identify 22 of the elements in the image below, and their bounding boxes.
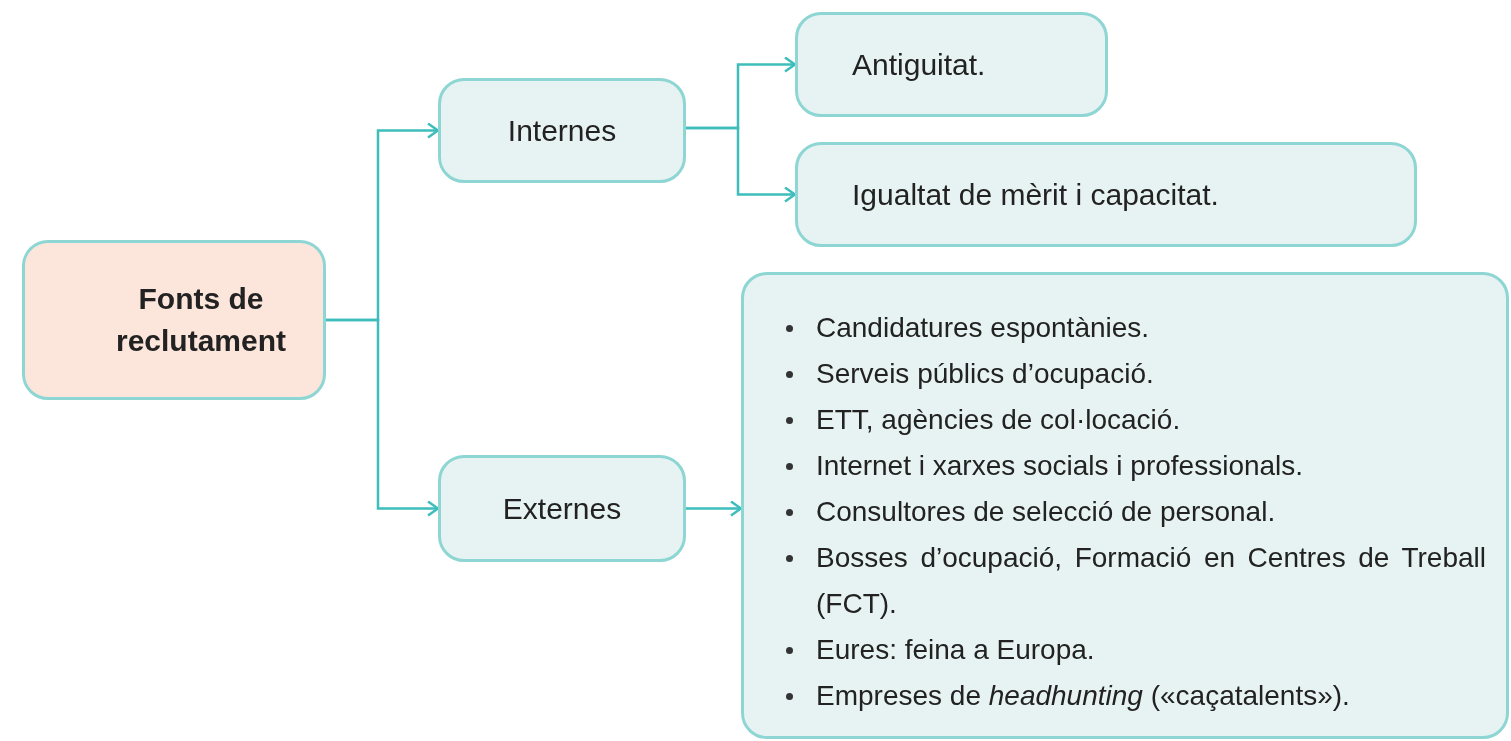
list-box <box>741 272 1509 739</box>
list-item: Eures: feina a Europa. <box>816 633 1096 667</box>
list-item: Empreses de headhunting («caçatalents»). <box>816 679 1351 713</box>
connector-arrow <box>686 126 797 203</box>
category-box <box>438 455 686 562</box>
category-box <box>795 142 1417 247</box>
list-item: Consultores de selecció de personal. <box>816 495 1277 529</box>
box-label: Internes <box>506 113 618 148</box>
box-label: Igualtat de mèrit i capacitat. <box>851 177 1219 212</box>
box-label: Externes <box>501 491 623 526</box>
category-box <box>438 78 686 183</box>
list-item: ETT, agències de col·locació. <box>816 403 1182 437</box>
connector-arrow <box>686 500 743 517</box>
list-item: Bosses d’ocupació, Formació en Centres de Treball (FCT). <box>816 541 1486 621</box>
root-box <box>22 240 326 400</box>
root-label: Fonts de reclutament <box>114 281 288 359</box>
box-label: Antiguitat. <box>851 47 986 82</box>
list-item: Serveis públics d’ocupació. <box>816 357 1155 391</box>
list-item: Internet i xarxes socials i professionals. <box>816 449 1305 483</box>
category-box <box>795 12 1108 117</box>
list-item: Candidatures espontànies. <box>816 311 1151 345</box>
connector-arrow <box>326 318 440 517</box>
